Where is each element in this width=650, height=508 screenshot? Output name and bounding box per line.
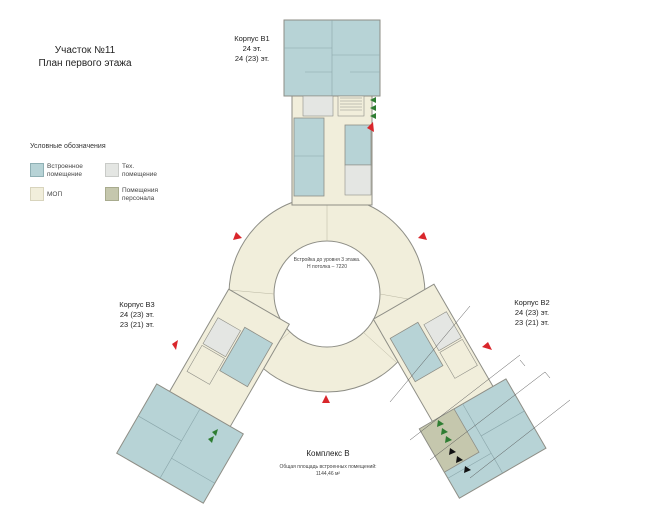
legend-label-tech: Тех. помещение [122,163,157,178]
legend-swatch-built-in [30,163,44,177]
building-b1-label: Корпус В1 24 эт. 24 (23) эт. [234,34,270,63]
entrance-markers-red [172,122,492,403]
plan-title-line1: Участок №11 [54,45,116,56]
complex-name: Комплекс В [306,449,350,458]
legend-label-staff: Помещения персонала [122,187,159,202]
building-b1-plan [283,19,381,206]
plan-title-line2: План первого этажа [38,58,132,69]
building-b3-plan [116,288,290,504]
legend-heading: Условные обозначения [30,143,106,150]
building-b2-plan [372,283,547,499]
legend-swatch-common [30,187,44,201]
entrance-markers-green [208,97,452,443]
legend-label-built-in: Встроенное помещение [47,163,83,178]
ring-note: Встройка до уровня 3 этажа. Н потолка – … [293,257,361,270]
complex-area: Общая площадь встроенных помещений: 1144… [279,464,377,477]
plan-title: Участок №11 План первого этажа [30,44,140,70]
building-b3-label: Корпус В3 24 (23) эт. 23 (21) эт. [119,300,155,329]
entrance-markers-black [449,448,471,473]
legend-swatch-tech [105,163,119,177]
legend-label-common: МОП [47,191,63,198]
building-b2-label: Корпус В2 24 (23) эт. 23 (21) эт. [514,298,550,327]
legend-swatch-staff [105,187,119,201]
dimension-lines [389,305,571,479]
